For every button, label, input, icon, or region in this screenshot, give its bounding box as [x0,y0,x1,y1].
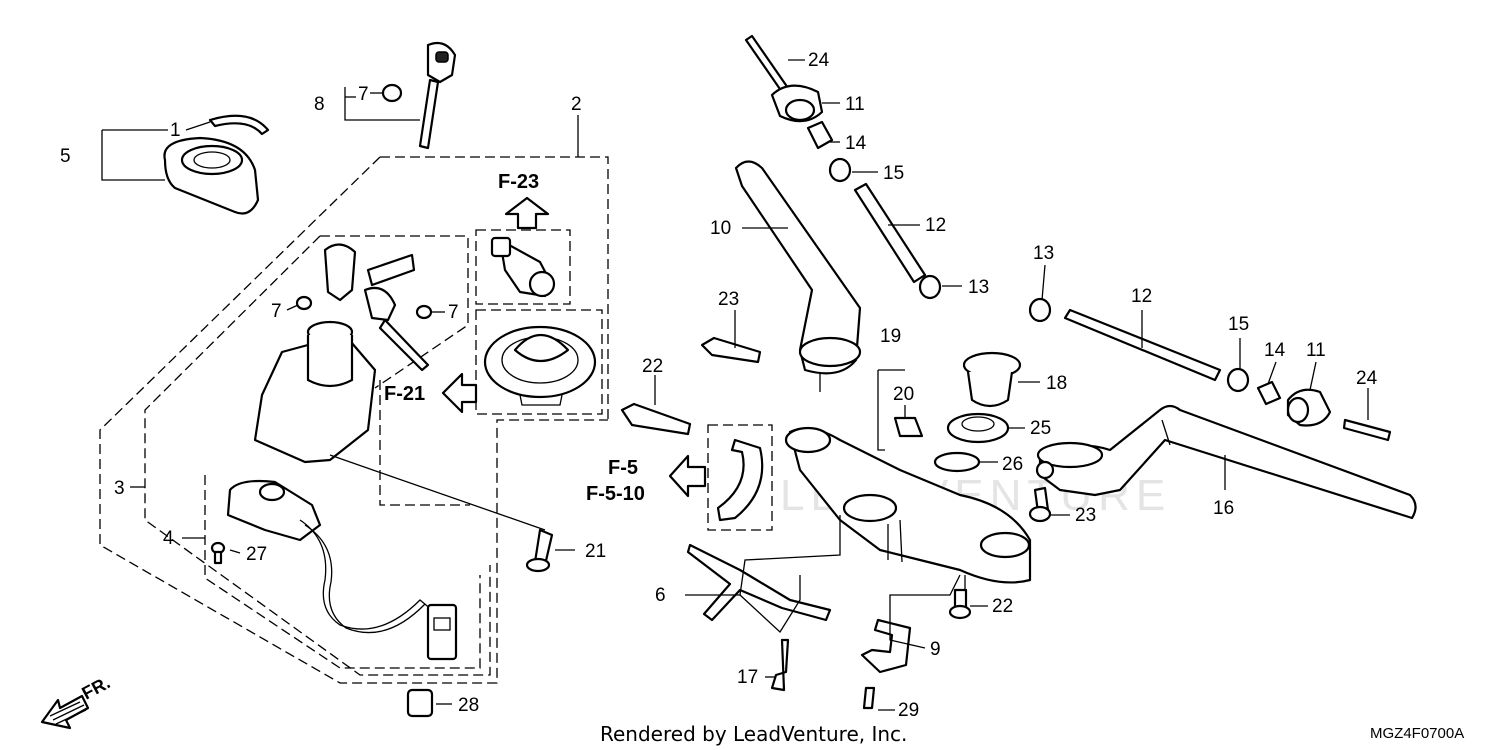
nut-25-drawing [946,412,1010,444]
part-label-8: 8 [314,94,325,115]
stay-6-drawing [686,543,832,622]
part-label-5: 5 [60,146,71,167]
part-label-9: 9 [930,639,941,660]
part-label-4: 4 [163,528,174,549]
part-label-28: 28 [458,695,479,716]
arrow-left-icon [441,372,478,414]
collar-14-top-drawing [806,120,834,150]
part-label-23-left: 23 [718,289,739,310]
ref-f23: F-23 [498,171,550,230]
part-label-18: 18 [1046,373,1067,394]
ignition-switch-drawing [253,243,433,464]
ref-f21: F-21 [384,372,478,414]
part-label-22-lower: 22 [992,596,1013,617]
part-label-10: 10 [710,218,731,239]
part-label-15-right: 15 [1228,314,1249,335]
part-label-23-right: 23 [1075,505,1096,526]
diagram-code: MGZ4F0700A [1370,725,1464,742]
part-label-13-top: 13 [968,277,989,298]
weight-11-top-drawing [770,84,824,123]
collar-14-right-drawing [1256,380,1282,406]
part-label-6: 6 [655,585,666,606]
part-label-16: 16 [1213,498,1234,519]
rod-12-top-drawing [853,182,927,284]
part-label-12-right: 12 [1131,286,1152,307]
rubber-15-right-drawing [1226,367,1250,393]
ref-f21-label: F-21 [384,383,425,405]
bolt-23-right-drawing [1028,486,1052,523]
part-label-25: 25 [1030,418,1051,439]
part-label-14-right: 14 [1264,340,1286,361]
part-label-14-top: 14 [845,133,867,154]
part-label-2: 2 [571,94,582,115]
bolt-22-lower-drawing [948,588,972,620]
clip-28-drawing [406,688,434,718]
ignition-cover-drawing [163,136,260,215]
ref-f510-label: F-5-10 [586,483,645,505]
key-drawing [418,41,457,150]
circlip-drawing [208,114,270,136]
bolt-23-left-drawing [700,336,762,364]
rubber-15-top-drawing [828,157,852,183]
screw-27-drawing [210,541,226,565]
part-label-26: 26 [1002,454,1023,475]
footer-credit: Rendered by LeadVenture, Inc. [600,722,907,746]
part-label-7-right: 7 [448,302,459,323]
part-label-7-left: 7 [271,301,282,322]
part-label-20: 20 [893,384,914,405]
cap-18-drawing [962,351,1022,408]
top-bridge-drawing [784,426,1032,584]
part-label-29: 29 [898,700,919,721]
arrow-up-icon [504,196,550,230]
arrow-left-icon [668,454,707,498]
handlebar-left-drawing [734,160,862,392]
bolt-17-drawing [770,638,790,692]
part-label-24-right: 24 [1356,368,1378,389]
part-label-27: 27 [246,544,267,565]
rubber-13-right-drawing [1028,297,1052,323]
lock-cylinder-drawing [490,236,556,298]
ref-f5: F-5 F-5-10 [586,454,707,505]
filler-cap-drawing [483,325,597,406]
front-direction: FR. [40,672,113,730]
part-label-22-upper: 22 [642,356,663,377]
plate-20-drawing [893,416,924,438]
bolt-22-upper-drawing [620,402,692,436]
part-label-1: 1 [170,120,181,141]
part-label-21: 21 [585,541,606,562]
screw-21-drawing [525,528,554,573]
bolt-29-drawing [862,686,876,710]
part-label-11-right: 11 [1306,340,1326,361]
rubber-13-top-drawing [918,274,942,300]
grommet-top-drawing [381,83,403,103]
part-label-13-right: 13 [1033,243,1054,264]
part-label-17: 17 [737,667,758,688]
weight-11-right-drawing [1286,388,1332,427]
washer-26-drawing [933,451,981,473]
part-label-12-top: 12 [925,215,946,236]
ref-f5-label: F-5 [608,457,638,479]
bolt-24-top-drawing [744,34,790,94]
bolt-24-right-drawing [1342,418,1392,442]
part-label-3: 3 [114,478,125,499]
cover-9-drawing [860,618,912,674]
ref-f23-label: F-23 [498,171,539,193]
bracket-drawing [716,438,764,522]
part-label-15-top: 15 [883,163,904,184]
receiver-harness-drawing [226,479,458,661]
part-label-24-top: 24 [808,50,830,71]
leader-lines [101,59,1369,711]
handlebar-right-drawing [1035,404,1417,520]
part-label-7-top: 7 [358,84,369,105]
part-label-19: 19 [880,326,901,347]
part-label-11-top: 11 [845,94,865,115]
group-outlines [99,156,773,684]
